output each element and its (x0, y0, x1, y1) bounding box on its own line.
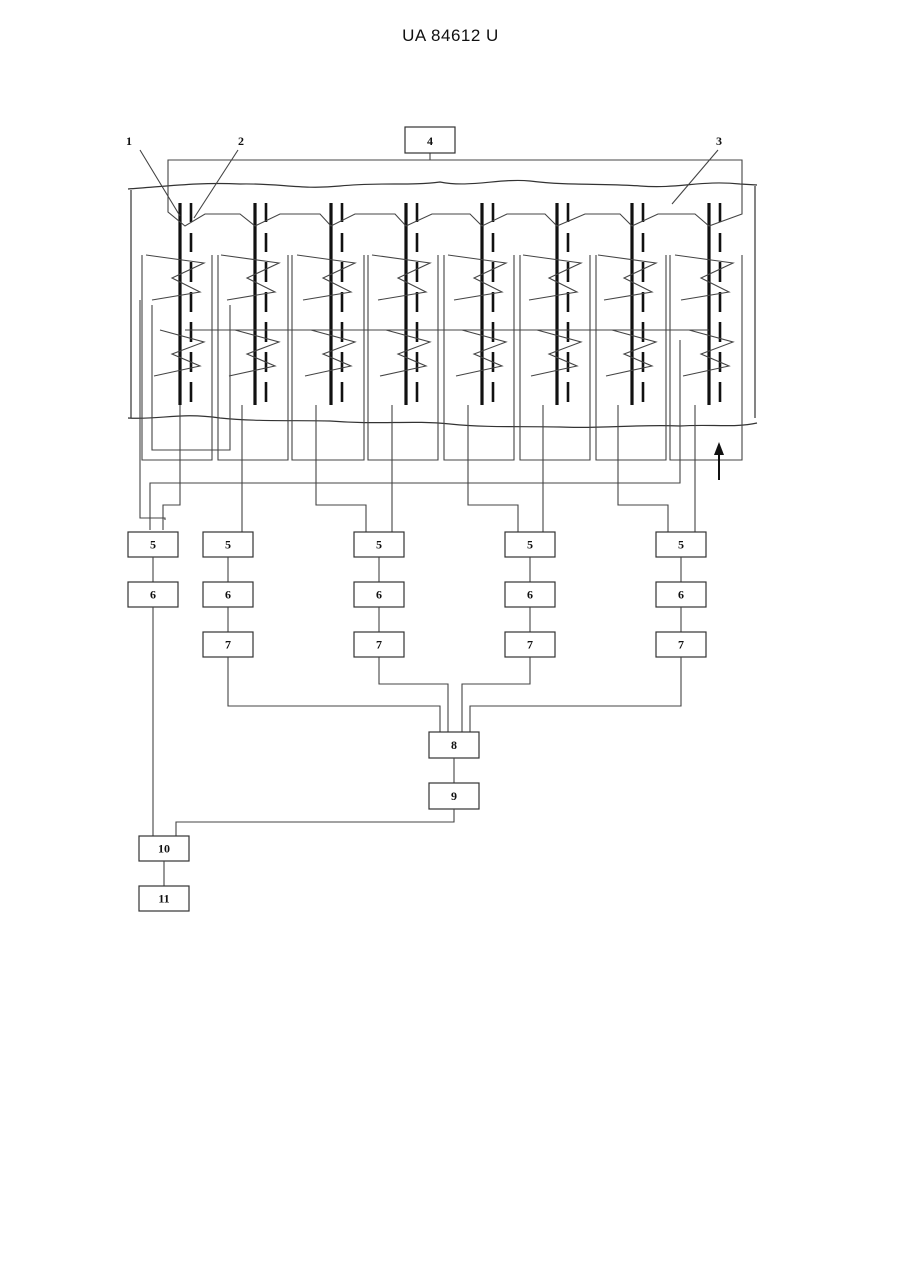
route-7-8-3 (462, 657, 530, 732)
up-arrow-icon (714, 442, 724, 480)
block-6-1-label: 6 (150, 588, 156, 602)
block-7-2: 7 (354, 632, 404, 657)
block-5-2-label: 5 (225, 538, 231, 552)
wire-8 (444, 255, 514, 460)
electrode-pair-7 (598, 203, 656, 405)
callout-3: 3 (716, 134, 722, 148)
block-5-5-label: 5 (678, 538, 684, 552)
block-11: 11 (139, 886, 189, 911)
wire-16 (316, 405, 366, 532)
electrode-pair-1 (146, 203, 204, 405)
block-6-1: 6 (128, 582, 178, 607)
electrode-pairs (146, 203, 733, 405)
coil-upper (448, 255, 506, 300)
block-6-3-label: 6 (376, 588, 382, 602)
block-5-1: 5 (128, 532, 178, 557)
block-5-3: 5 (354, 532, 404, 557)
coil-upper (675, 255, 733, 300)
block-6-4: 6 (505, 582, 555, 607)
electrode-pair-8 (675, 203, 733, 405)
block-7-4: 7 (656, 632, 706, 657)
coil-upper (297, 255, 355, 300)
bath-container (128, 180, 757, 427)
block-9: 9 (429, 783, 479, 809)
callout-2: 2 (238, 134, 244, 148)
wire-11 (670, 255, 742, 460)
block-5-4: 5 (505, 532, 555, 557)
coil-upper (523, 255, 581, 300)
electrode-pair-5 (448, 203, 506, 405)
coil-upper (221, 255, 279, 300)
coil-upper (146, 255, 204, 300)
wire-6 (292, 255, 364, 460)
block-11-label: 11 (158, 892, 169, 906)
wire-13 (163, 405, 180, 530)
block-4-label: 4 (427, 134, 433, 148)
wire-9 (520, 255, 590, 460)
block-7-1-label: 7 (225, 638, 231, 652)
block-5-3-label: 5 (376, 538, 382, 552)
electrode-pair-3 (297, 203, 355, 405)
bath-bottom-edge (128, 416, 757, 428)
block-7-2-label: 7 (376, 638, 382, 652)
block-5-2: 5 (203, 532, 253, 557)
block-6-5: 6 (656, 582, 706, 607)
route-7-8-4 (470, 657, 681, 732)
block-7-4-label: 7 (678, 638, 684, 652)
signal-blocks: 5 6 5 6 7 5 6 7 5 6 7 5 6 7 8 9 10 11 (128, 532, 706, 911)
block-6-2-label: 6 (225, 588, 231, 602)
block-5-4-label: 5 (527, 538, 533, 552)
block-10-label: 10 (158, 842, 170, 856)
block-7-3: 7 (505, 632, 555, 657)
electrode-pair-4 (372, 203, 430, 405)
coil-upper (372, 255, 430, 300)
callout-1: 1 (126, 134, 132, 148)
block-5-1-label: 5 (150, 538, 156, 552)
block-8-label: 8 (451, 738, 457, 752)
block-8: 8 (429, 732, 479, 758)
route-7-8-1 (228, 657, 440, 732)
route-7-8-2 (379, 657, 448, 732)
block-6-5-label: 6 (678, 588, 684, 602)
wire-7 (368, 255, 438, 460)
electrode-pair-6 (523, 203, 581, 405)
block-6-4-label: 6 (527, 588, 533, 602)
block-6-2: 6 (203, 582, 253, 607)
block-4: 4 (405, 127, 455, 153)
block-9-label: 9 (451, 789, 457, 803)
link-9-10 (176, 809, 454, 836)
block-7-1: 7 (203, 632, 253, 657)
block-5-5: 5 (656, 532, 706, 557)
wire-18 (468, 405, 518, 532)
block-7-3-label: 7 (527, 638, 533, 652)
wire-20 (618, 405, 668, 532)
wiring (140, 153, 742, 532)
wire-5 (218, 255, 288, 460)
coil-upper (598, 255, 656, 300)
block-6-3: 6 (354, 582, 404, 607)
block-10: 10 (139, 836, 189, 861)
bath-top-edge (128, 180, 757, 189)
